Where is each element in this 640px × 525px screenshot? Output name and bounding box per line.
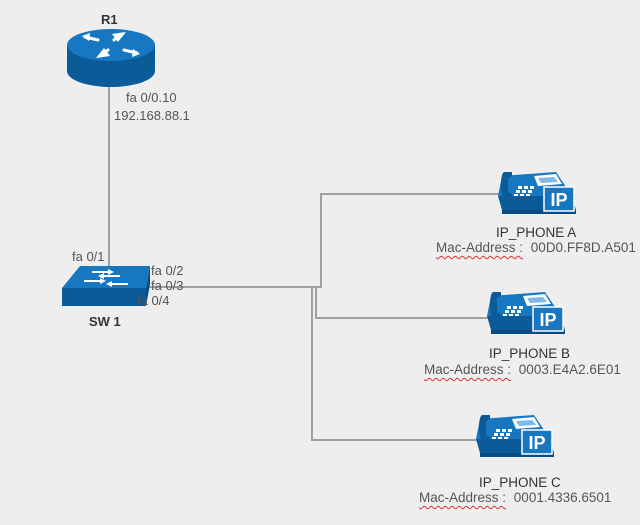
mac-address-value: 0001.4336.6501 [513, 490, 612, 505]
switch-icon[interactable] [62, 266, 150, 306]
link-sw1-phone-c [148, 286, 480, 441]
switch-port-a: fa 0/2 [151, 263, 184, 278]
phone-a-mac: Mac-Address : 00D0.FF8D.A501 [436, 241, 636, 255]
links [108, 85, 500, 441]
router-name: R1 [101, 12, 118, 27]
router-icon[interactable] [67, 29, 155, 87]
router-ip-label: 192.168.88.1 [114, 108, 190, 123]
mac-address-label: Mac-Address : [436, 240, 524, 255]
mac-address-label: Mac-Address : [424, 362, 512, 377]
router-interface-label: fa 0/0.10 [126, 90, 177, 105]
ip-phone-icon[interactable] [486, 291, 566, 335]
mac-address-value: 0003.E4A2.6E01 [518, 362, 621, 377]
ip-phone-icon[interactable] [497, 171, 577, 215]
ip-phone-icon[interactable] [475, 414, 555, 458]
mac-address-value: 00D0.FF8D.A501 [530, 240, 636, 255]
switch-port-c: fa 0/4 [137, 293, 170, 308]
phone-b-name: IP_PHONE B [489, 346, 571, 361]
phone-c-name: IP_PHONE C [479, 475, 561, 490]
switch-port-uplink: fa 0/1 [72, 249, 105, 264]
switch-port-b: fa 0/3 [151, 278, 184, 293]
phone-a-name: IP_PHONE A [496, 225, 577, 240]
phone-b-mac: Mac-Address : 0003.E4A2.6E01 [424, 363, 621, 377]
link-sw1-phone-b [148, 286, 490, 319]
switch-name: SW 1 [89, 314, 121, 329]
phone-c-mac: Mac-Address : 0001.4336.6501 [419, 491, 611, 505]
mac-address-label: Mac-Address : [419, 490, 507, 505]
